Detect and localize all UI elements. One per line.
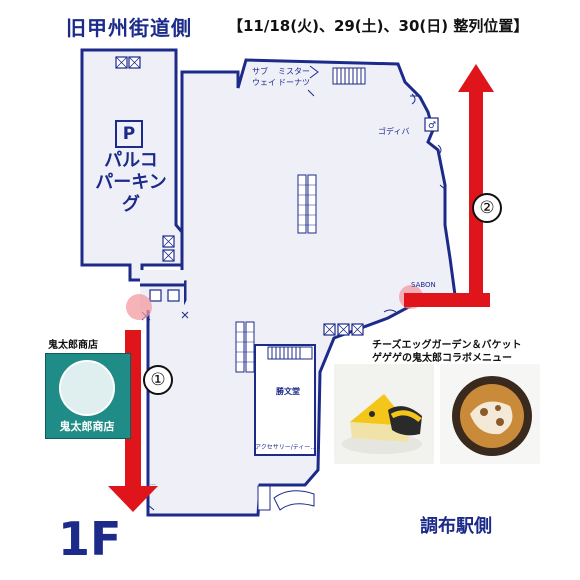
store-godiva: ゴディバ (378, 127, 410, 136)
escalator-center (235, 174, 317, 373)
store-misterdonut: ミスタードーナツ (278, 67, 310, 87)
store-small-1: アクセサリー/ティー... (255, 444, 317, 451)
stairs-bottom (257, 485, 315, 511)
queue-dates-title: 【11/18(火)、29(土)、30(日) 整列位置】 (228, 17, 529, 35)
parking-building (80, 48, 184, 282)
queue-marker-2: ② (472, 193, 502, 223)
queue-marker-1: ① (143, 365, 173, 395)
kitaro-sign-text: 鬼太郎商店 (59, 420, 115, 433)
stairs-top (332, 67, 366, 85)
kitaro-shop-label: 鬼太郎商店 (48, 340, 98, 351)
store-small-2: ... (150, 480, 156, 487)
parking-name: パルコ パーキング (95, 150, 167, 215)
store-sabon: SABON (411, 281, 436, 289)
store-subway: サブウェイ (252, 67, 276, 87)
queue-point-1-highlight (126, 294, 152, 320)
parking-icon: P (115, 120, 143, 148)
kitaro-emblem-icon (59, 360, 115, 416)
collab-caption-line2: ゲゲゲの鬼太郎コラボメニュー (372, 353, 512, 364)
svg-text:♂: ♂ (428, 121, 436, 131)
info-icon (424, 117, 439, 132)
floor-label: 1F (58, 512, 122, 566)
collab-caption-line1: チーズエッグガーデン＆バケット (372, 340, 522, 351)
gratin-photo (440, 364, 540, 464)
stairs-bookstore (267, 346, 313, 360)
station-side-label: 調布駅側 (420, 516, 492, 537)
store-bookstore: 勝文堂 (276, 387, 300, 396)
cake-photo (334, 364, 434, 464)
bookstore-block (254, 344, 316, 456)
north-side-label: 旧甲州街道側 (66, 16, 192, 40)
